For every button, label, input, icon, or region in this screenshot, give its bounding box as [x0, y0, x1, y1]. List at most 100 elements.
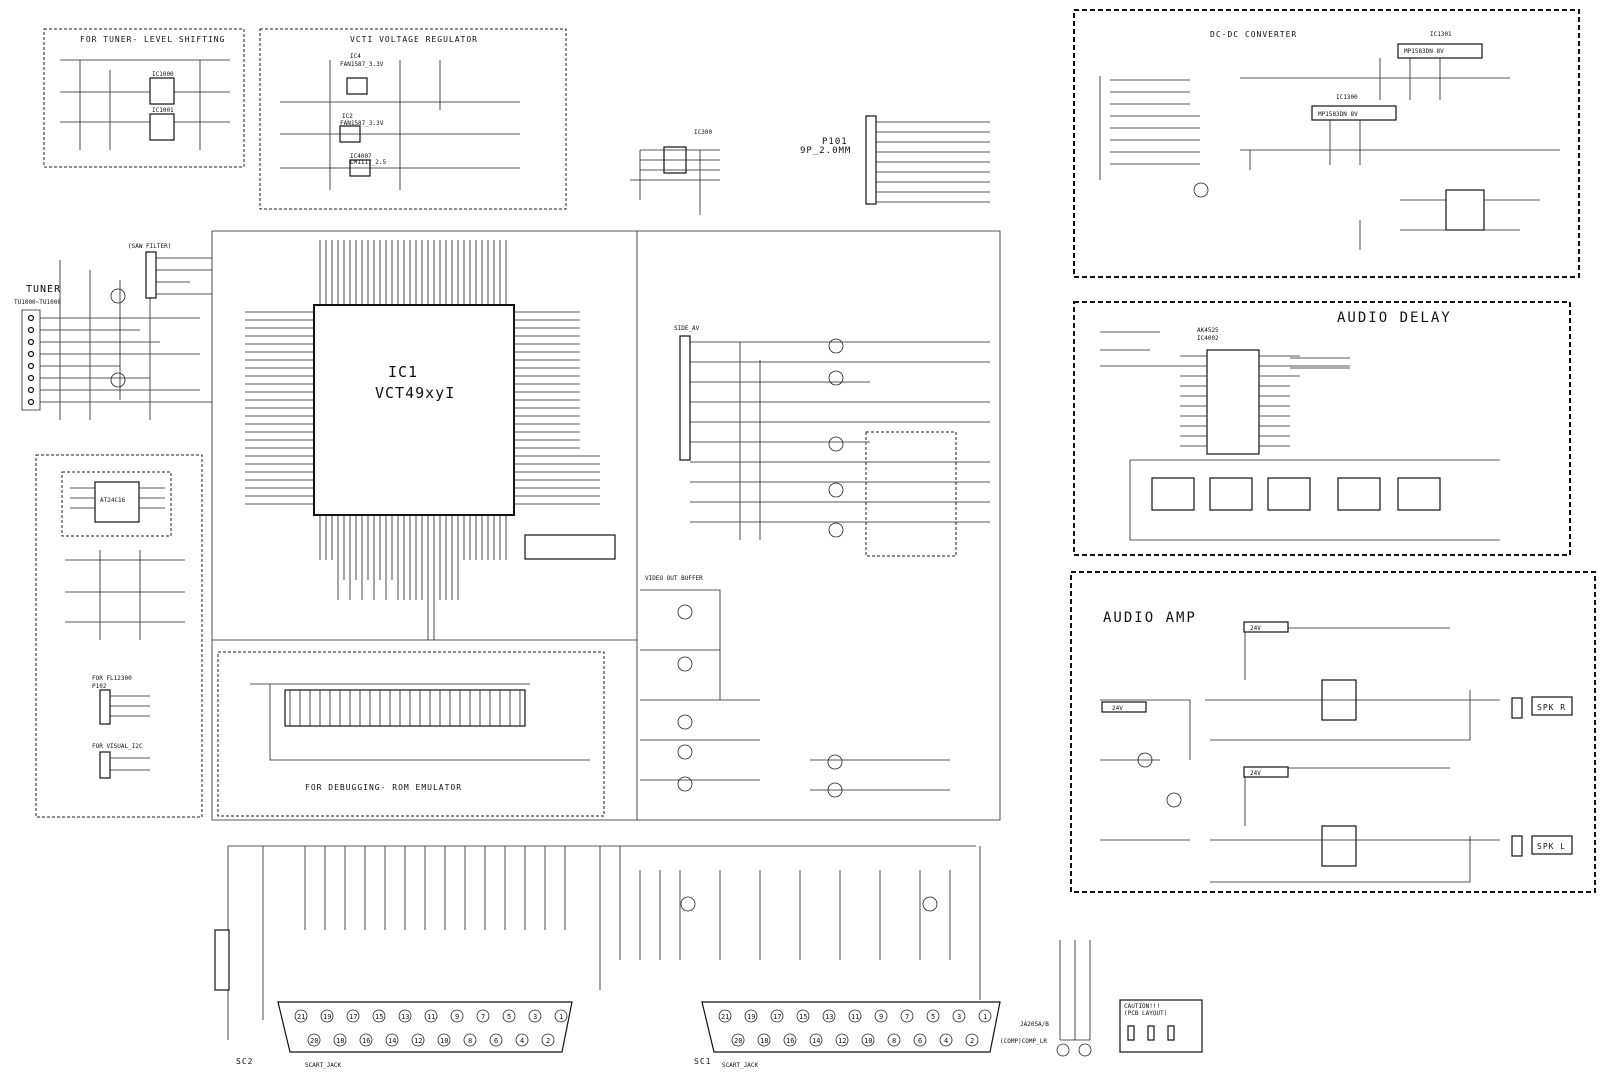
ic4-label: IC4	[350, 53, 361, 60]
sc1-pin-3: 3	[957, 1013, 961, 1021]
visual-i2c-connector	[99, 751, 150, 779]
spk-l-label: SPK L	[1537, 842, 1566, 851]
main-board-outline	[211, 230, 1001, 821]
sc2-pin-7: 7	[481, 1013, 485, 1021]
p102-label: P102	[92, 683, 107, 690]
sc1-pin-labels-top: 21 19 17 15 13 11 9 7 5 3 1	[721, 1013, 987, 1021]
ja205-label: JA205A/B	[1020, 1021, 1049, 1028]
eeprom-chip	[70, 481, 165, 523]
ic1300-label: IC1300	[1336, 94, 1358, 101]
sc1-pin-15: 15	[799, 1013, 807, 1021]
ic1-part: VCT49xyI	[375, 384, 455, 402]
ic1-ref: IC1	[388, 363, 418, 381]
ic2-part: FAN1587_3.3V	[340, 120, 384, 127]
pcb-layout-label: (PCB LAYOUT)	[1124, 1010, 1167, 1017]
ic1300-part: MP1583DN 8V	[1318, 111, 1358, 118]
sc1-pin-5: 5	[931, 1013, 935, 1021]
sc2-pin-11: 11	[427, 1013, 435, 1021]
ic1-pins	[245, 240, 600, 640]
sc2-pin-3: 3	[533, 1013, 537, 1021]
ic1001-label: IC1001	[152, 107, 174, 114]
caution-jumpers	[1127, 1025, 1175, 1041]
memory-block-box	[35, 454, 203, 818]
sc2-connector	[277, 1001, 573, 1053]
ic4-part: FAN1587_3.3V	[340, 61, 384, 68]
v24-label-2: 24V	[1112, 705, 1123, 712]
p101-connector	[865, 115, 990, 205]
v24-label-1: 24V	[1250, 625, 1261, 632]
sc2-pin-19: 19	[323, 1013, 331, 1021]
audio-amp-chips	[1100, 627, 1523, 883]
ak4525-label: AK4525	[1197, 327, 1219, 334]
sc2-pin-2: 2	[546, 1037, 550, 1045]
video-out-buffer	[640, 589, 950, 798]
side-av-inner-box	[865, 431, 957, 557]
dc-dc-chips	[1099, 43, 1560, 250]
spk-r-box	[1531, 696, 1573, 716]
tuner-level-shifting-box	[43, 28, 245, 168]
sc2-pin-9: 9	[455, 1013, 459, 1021]
tuner-label: TUNER	[26, 284, 61, 295]
ic4007-label: IC4007	[350, 153, 372, 160]
audio-amp-box	[1070, 571, 1596, 893]
p102-connector	[99, 689, 150, 725]
audio-delay-box	[1073, 301, 1571, 556]
visual-i2c-label: FOR VISUAL_I2C	[92, 743, 143, 750]
ic1-note-box	[524, 534, 616, 560]
ic1301-part: MP1583DN 8V	[1404, 48, 1444, 55]
ja205-jack	[1056, 940, 1092, 1057]
p101-part: 9P_2.0MM	[800, 146, 851, 156]
sc1-jack-label: SCART_JACK	[722, 1062, 759, 1069]
sc2-label: SC2	[236, 1057, 253, 1066]
audio-delay-chip	[1100, 331, 1500, 541]
sc2-pin-17: 17	[349, 1013, 357, 1021]
saw-filter-label: (SAW FILTER)	[128, 243, 171, 250]
debugging-box	[217, 651, 605, 817]
vcti-regulator-box	[259, 28, 567, 210]
tuner-ref: TU1000~TU1000	[14, 299, 61, 306]
ic1301-label: IC1301	[1430, 31, 1452, 38]
sc2-pin-12: 12	[414, 1037, 422, 1045]
sc2-pins	[294, 1009, 568, 1047]
audio-delay-title: AUDIO DELAY	[1337, 310, 1452, 326]
spk-r-label: SPK R	[1537, 703, 1566, 712]
v24-tag-2	[1101, 701, 1147, 713]
sc2-pin-21: 21	[297, 1013, 305, 1021]
sc2-pin-1: 1	[559, 1013, 563, 1021]
sc2-pin-15: 15	[375, 1013, 383, 1021]
sc1-pin-20: 20	[734, 1037, 742, 1045]
sc2-pin-16: 16	[362, 1037, 370, 1045]
comp-lr-label: (COMP)COMP_LR	[1000, 1038, 1047, 1045]
sc1-pin-13: 13	[825, 1013, 833, 1021]
ic300-chip	[630, 146, 720, 215]
vcti-regulator-title: VCTI VOLTAGE REGULATOR	[350, 35, 478, 44]
level-shifter-ics	[60, 59, 230, 150]
caution-label: CAUTION!!!	[1124, 1003, 1160, 1010]
ic4007-part: LM1117_2.5	[350, 159, 387, 166]
audio-amp-title: AUDIO AMP	[1103, 610, 1197, 626]
sc1-pin-19: 19	[747, 1013, 755, 1021]
v24-tag-1	[1243, 621, 1289, 633]
sc1-pin-8: 8	[892, 1037, 896, 1045]
eeprom-label: AT24C16	[100, 497, 126, 504]
sc1-pin-12: 12	[838, 1037, 846, 1045]
sc2-pin-8: 8	[468, 1037, 472, 1045]
sc2-pin-labels-top: 21 19 17 15 13 11 9 7 5 3 1	[297, 1013, 563, 1021]
sc1-pin-9: 9	[879, 1013, 883, 1021]
v24-tag-3	[1243, 766, 1289, 778]
ic1-chip	[313, 304, 515, 516]
sc1-pins	[718, 1009, 992, 1047]
sc1-pin-6: 6	[918, 1037, 922, 1045]
memory-passives	[65, 550, 185, 640]
dc-dc-converter-title: DC-DC CONVERTER	[1210, 30, 1297, 39]
sc2-pin-13: 13	[401, 1013, 409, 1021]
sc1-label: SC1	[694, 1057, 711, 1066]
ic300-label: IC300	[694, 129, 712, 136]
sc1-pin-1: 1	[983, 1013, 987, 1021]
sc2-pin-labels-bottom: 20 18 16 14 12 10 8 6 4 2	[310, 1037, 550, 1045]
dc-dc-converter-box	[1073, 9, 1580, 278]
sc2-pin-14: 14	[388, 1037, 396, 1045]
sc2-pin-10: 10	[440, 1037, 448, 1045]
vcti-regulators	[280, 60, 520, 190]
